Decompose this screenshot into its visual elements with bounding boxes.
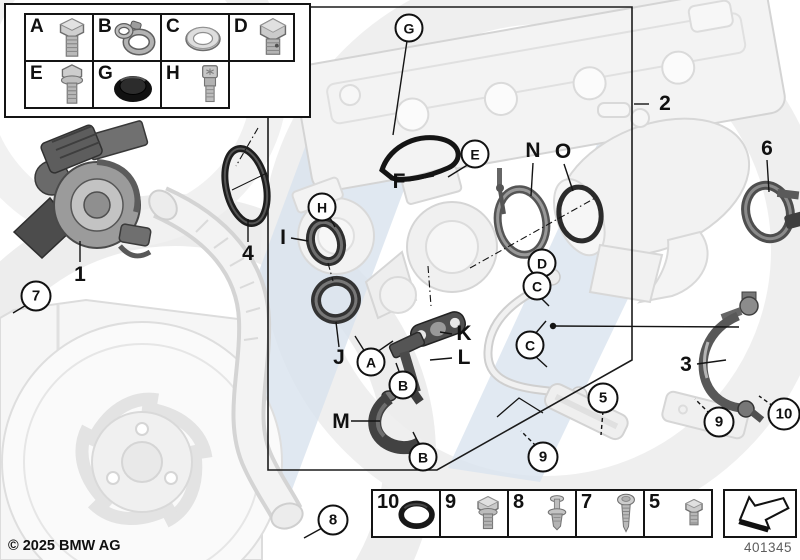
callout-circle-10: 10 — [767, 397, 800, 431]
pan-head-screw-icon — [617, 493, 635, 533]
callout-2: 2 — [659, 92, 671, 115]
callout-N: N — [525, 139, 541, 162]
fastener-legend-grid: A B C — [24, 13, 295, 109]
shoulder-screw-icon — [202, 64, 218, 102]
legend-label-8: 8 — [513, 491, 525, 513]
direction-arrow-icon — [738, 494, 790, 532]
legend-label-A: A — [30, 16, 44, 37]
callout-circle-7: 7 — [20, 280, 52, 312]
legend-label-D: D — [234, 16, 248, 37]
callout-K: K — [456, 322, 472, 345]
part-v-band-clamp-N — [493, 168, 551, 259]
part-o-ring-O — [556, 184, 604, 244]
kit-box-outline — [267, 6, 633, 471]
legend-cell-10: 10 — [373, 491, 439, 536]
callout-circle-C2: C — [515, 330, 545, 360]
part-sealing-ring-4 — [221, 145, 271, 227]
legend-cell-B: B — [92, 13, 162, 62]
legend-label-7: 7 — [581, 491, 593, 513]
callout-L: L — [457, 346, 471, 369]
leader-lines — [12, 40, 774, 539]
part-exhaust-clamp-6 — [741, 180, 800, 244]
callout-circle-B1: B — [388, 370, 418, 400]
legend-cell-H: H — [160, 60, 230, 109]
callout-circle-C1: C — [522, 271, 552, 301]
legend-cell-9: 9 — [439, 491, 507, 536]
hex-bolt-icon — [59, 17, 85, 57]
callout-circle-9b: 9 — [703, 406, 735, 438]
hose-clamp-icon — [114, 20, 156, 55]
callout-4: 4 — [242, 242, 254, 265]
callout-circle-H: H — [307, 192, 337, 222]
legend-label-C: C — [166, 16, 180, 37]
part-seal-ring-I — [305, 217, 347, 267]
hex-flange-bolt-icon — [476, 495, 500, 529]
copyright-text: © 2025 BMW AG — [8, 538, 121, 554]
hex-bolt-small-icon — [684, 498, 704, 525]
callout-circle-8: 8 — [317, 504, 349, 536]
legend-cell-D: D — [228, 13, 295, 62]
sealing-washer-icon — [185, 26, 221, 51]
legend-cell-5: 5 — [643, 491, 711, 536]
legend-label-9: 9 — [445, 491, 457, 513]
hardware-legend: 10 9 8 7 — [371, 489, 713, 538]
legend-cell-E: E — [24, 60, 94, 109]
callout-1: 1 — [74, 263, 86, 286]
part-intake-duct-ghost — [148, 186, 304, 530]
legend-cell-G: G — [92, 60, 162, 109]
legend-label-G: G — [98, 63, 113, 84]
fastener-legend: A B C — [4, 3, 311, 118]
expansion-rivet-icon — [547, 494, 567, 530]
callout-6: 6 — [761, 137, 773, 160]
callout-circle-B2: B — [408, 442, 438, 472]
part-fan-shroud-ghost — [0, 298, 283, 560]
rubber-grommet-icon — [114, 75, 152, 102]
callout-3: 3 — [680, 353, 692, 376]
legend-cell-8: 8 — [507, 491, 575, 536]
fastener-legend-row2: E G H — [24, 60, 293, 109]
legend-cell-7: 7 — [575, 491, 643, 536]
legend-label-B: B — [98, 16, 112, 37]
part-turbocharger — [12, 120, 152, 260]
callout-O: O — [554, 140, 572, 163]
callout-M: M — [332, 410, 350, 433]
flange-bolt-icon — [60, 63, 84, 104]
callout-J: J — [333, 346, 345, 369]
part-exhaust-gasket-F — [379, 135, 461, 182]
part-oil-feed-pipe-3 — [698, 291, 765, 423]
banjo-bolt-icon — [259, 17, 287, 55]
callout-circle-9a: 9 — [527, 441, 559, 473]
part-flange-gasket-K — [409, 311, 467, 347]
legend-cell-A: A — [24, 13, 94, 62]
legend-label-E: E — [30, 63, 43, 84]
legend-label-10: 10 — [377, 491, 400, 513]
legend-cell-C: C — [160, 13, 230, 62]
legend-label-5: 5 — [649, 491, 661, 513]
callout-circle-5: 5 — [587, 382, 619, 414]
fastener-legend-row1: A B C — [24, 13, 295, 62]
callout-circle-A: A — [356, 347, 386, 377]
legend-label-H: H — [166, 63, 180, 84]
callout-F: F — [392, 170, 406, 193]
diagram-number: 401345 — [743, 540, 792, 555]
callout-circle-E: E — [460, 139, 490, 169]
callout-I: I — [280, 226, 286, 249]
callout-circle-G: G — [394, 13, 424, 43]
direction-arrow-box — [723, 489, 797, 538]
o-ring-icon — [398, 500, 435, 529]
part-seal-ring-J — [311, 275, 361, 325]
